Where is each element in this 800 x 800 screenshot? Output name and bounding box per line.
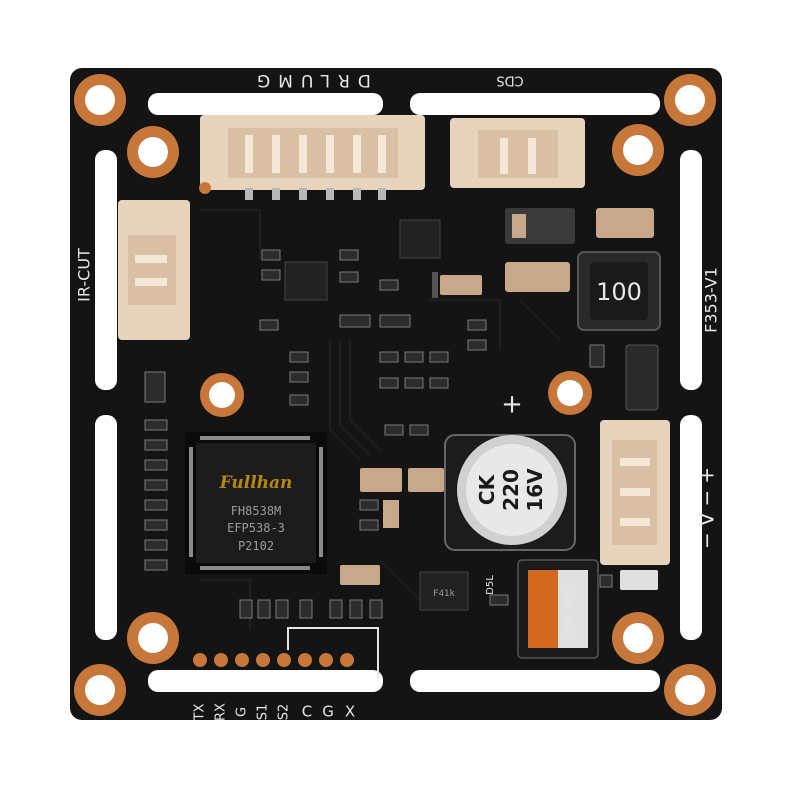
mount-hole-bl-inner	[127, 612, 179, 664]
inductor	[577, 251, 661, 331]
capacitor-marking: CK 220 16V	[475, 468, 547, 512]
electrolytic-capacitor	[444, 434, 576, 551]
pcb-traces	[200, 209, 561, 630]
small-component-label: D5L	[485, 575, 496, 595]
pin-label: X	[345, 703, 355, 721]
mount-hole-br-inner	[612, 612, 664, 664]
label-drlumg: DRLUMG	[249, 70, 371, 90]
small-ic-label: F41k	[433, 589, 455, 599]
chip-line2: EFP538-3	[227, 521, 285, 535]
pin-label: C	[302, 703, 312, 721]
label-ir-cut: IR-CUT	[75, 248, 94, 302]
label-model: F353-V1	[702, 267, 721, 333]
mount-hole-br-outer	[664, 664, 716, 716]
pin-label: S2	[277, 704, 292, 721]
bottom-pin-pads	[193, 653, 354, 667]
pin-bracket	[287, 627, 379, 678]
mount-hole-tr-inner	[612, 124, 664, 176]
edge-slots	[95, 93, 702, 692]
mount-hole-mid-right	[548, 371, 592, 415]
label-cds: CDS	[496, 73, 523, 88]
pin-label: RX	[214, 703, 229, 721]
smd-passives	[144, 249, 613, 619]
connector-drlumg	[200, 115, 425, 200]
connector-ir-cut	[118, 182, 211, 340]
pin-label: TX	[193, 703, 208, 721]
mount-hole-tr-outer	[664, 74, 716, 126]
mount-hole-tl-outer	[74, 74, 126, 126]
bottom-pin-labels: TX RX G S1 S2 C G X	[193, 703, 356, 722]
cap-line2: 220	[499, 469, 523, 511]
label-plus: +	[501, 390, 523, 420]
chip-line3: P2102	[238, 539, 274, 553]
mount-hole-bl-outer	[74, 664, 126, 716]
main-chip	[185, 432, 327, 574]
pin-label: G	[235, 707, 250, 717]
pin-label: S1	[256, 704, 271, 721]
smd-components	[284, 208, 659, 611]
cap-line1: CK	[475, 473, 499, 505]
connector-cds	[450, 118, 585, 188]
diode-label: 205	[562, 587, 576, 610]
mounting-holes	[74, 74, 716, 716]
mount-hole-tl-inner	[127, 126, 179, 178]
diode-label2: P00	[562, 614, 576, 637]
label-power: −V−+	[695, 461, 719, 549]
cap-line3: 16V	[523, 468, 547, 512]
pin-label: G	[322, 703, 334, 721]
mount-hole-mid-left	[200, 373, 244, 417]
chip-brand: Fullhan	[219, 473, 293, 493]
diode	[517, 559, 599, 659]
connector-power	[600, 420, 670, 565]
inductor-label: 100	[596, 278, 642, 306]
chip-line1: FH8538M	[231, 504, 282, 518]
